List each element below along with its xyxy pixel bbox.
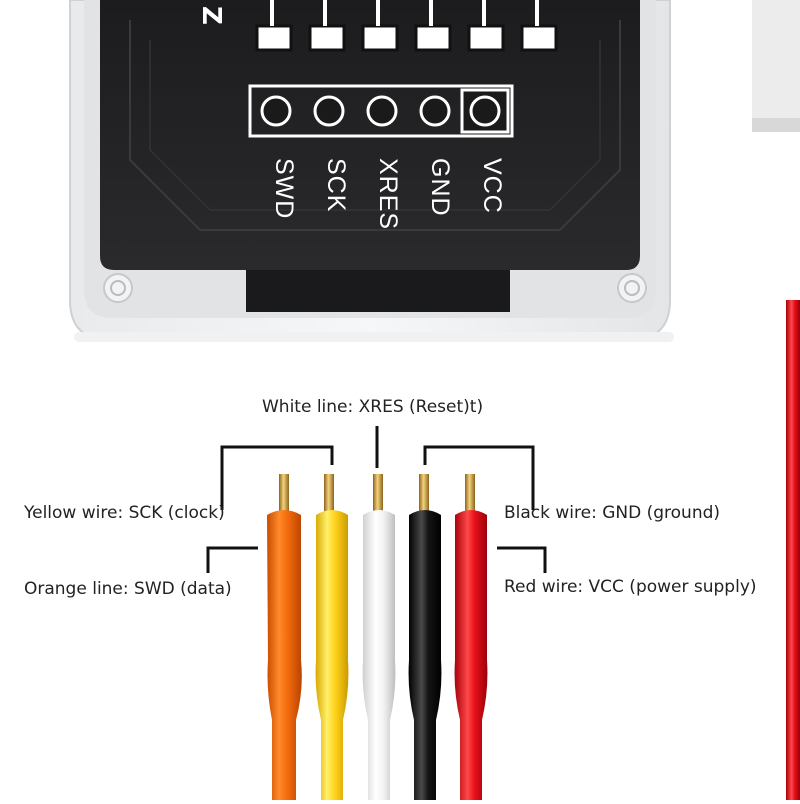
yellow-pin bbox=[324, 474, 334, 518]
pin-label-gnd: GND bbox=[426, 158, 454, 217]
brand-glyph: Z bbox=[196, 6, 226, 25]
pin-label-sck: SCK bbox=[322, 158, 350, 213]
callout-yellow-sck: Yellow wire: SCK (clock) bbox=[24, 503, 225, 523]
pin-label-swd: SWD bbox=[270, 158, 298, 220]
callout-orange-swd: Orange line: SWD (data) bbox=[24, 579, 232, 599]
red-wire bbox=[454, 510, 488, 800]
pin-header bbox=[248, 84, 514, 138]
yellow-wire bbox=[315, 510, 349, 800]
red-pin bbox=[465, 474, 475, 518]
orange-pin bbox=[279, 474, 289, 518]
side-tab bbox=[752, 0, 800, 130]
top-pad-row bbox=[255, 0, 558, 52]
programmer-case bbox=[69, 0, 674, 342]
pin-label-xres: XRES bbox=[374, 158, 402, 231]
wire-bundle bbox=[267, 474, 488, 800]
white-pin bbox=[373, 474, 383, 518]
side-red-cable bbox=[786, 300, 800, 800]
pin-label-vcc: VCC bbox=[478, 158, 506, 214]
callout-black-gnd: Black wire: GND (ground) bbox=[504, 503, 721, 523]
white-wire bbox=[362, 510, 396, 800]
callout-lines bbox=[206, 426, 547, 573]
orange-wire bbox=[267, 510, 302, 800]
black-wire bbox=[408, 510, 442, 800]
black-pin bbox=[419, 474, 429, 518]
callout-red-vcc: Red wire: VCC (power supply) bbox=[504, 577, 757, 597]
callout-white-xres: White line: XRES (Reset)t) bbox=[262, 397, 484, 417]
